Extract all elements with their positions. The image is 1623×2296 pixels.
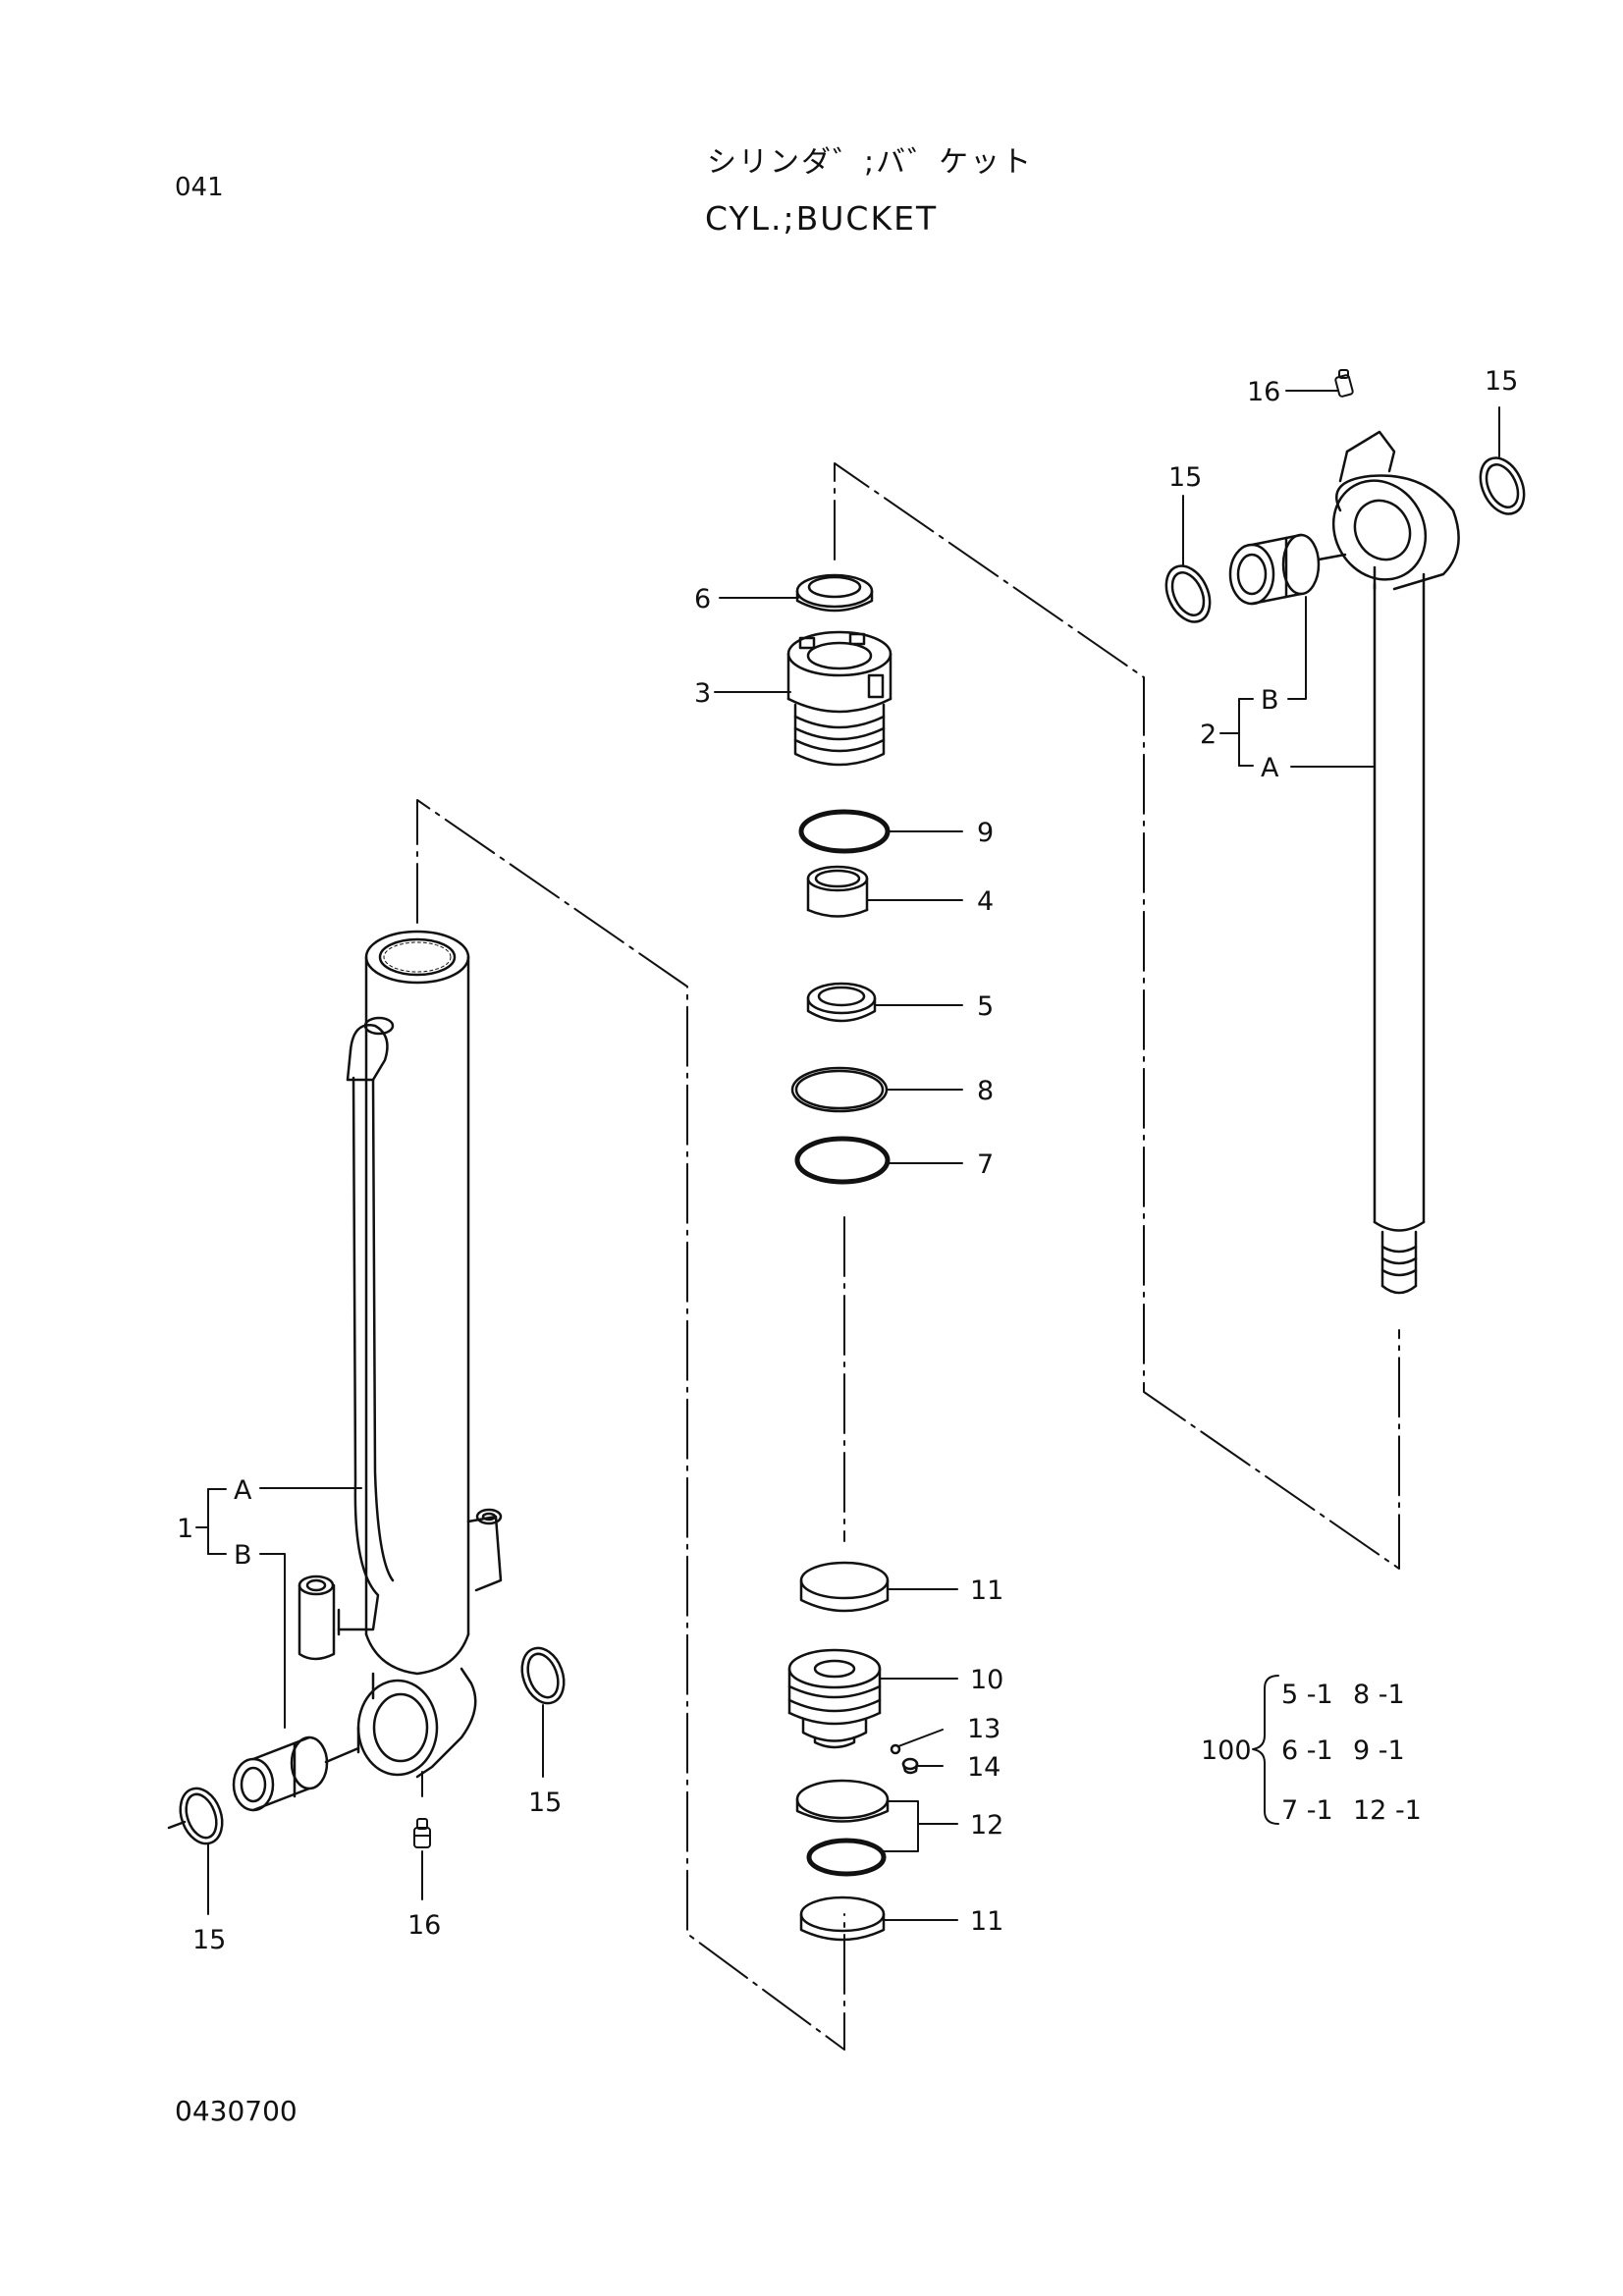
kit-item-1-1: 5 -1 [1281,1680,1333,1710]
part-14-set-screw [901,1757,919,1775]
rod-bushing [1228,533,1347,606]
seal-ring-left [167,1787,224,1845]
part-6-dust-seal [795,573,874,613]
grease-nipple-tube [413,1818,431,1848]
seal-ring-rod-right-inner [1485,463,1520,508]
callout-7: 7 [977,1149,994,1180]
part-7-o-ring [794,1136,891,1185]
callout-10: 10 [970,1665,1003,1695]
callout-15-bottom-left: 15 [192,1925,226,1955]
seal-ring-rod-left-inner [1170,571,1206,616]
kit-item-3-1: 7 -1 [1281,1795,1333,1826]
callout-14: 14 [967,1752,1001,1783]
kit-item-3-2: 12 -1 [1353,1795,1422,1826]
part-11-wear-ring-upper [799,1561,890,1613]
callout-1: 1 [177,1514,193,1544]
part-12-seal-ring [795,1779,890,1823]
callout-4: 4 [977,886,994,917]
callout-9: 9 [977,818,994,848]
callout-12: 12 [970,1810,1003,1841]
callout-15-rod-left: 15 [1168,462,1202,493]
callout-2-b: B [1261,685,1279,716]
part-5-buffer-ring [806,982,877,1023]
drawing-code: 0430700 [175,2095,298,2127]
page-number: 041 [175,173,224,202]
callout-6: 6 [694,584,711,614]
part-11-wear-ring-lower [799,1896,886,1942]
callout-2-a: A [1261,753,1279,783]
kit-brace [1252,1675,1279,1825]
callout-11-lower: 11 [970,1906,1003,1937]
assembly-guide-lines [416,462,1400,2051]
seal-ring-rod-left [1164,564,1212,623]
callout-1-b: B [234,1540,252,1571]
callout-15-rod-right: 15 [1485,366,1518,397]
part-10-piston [787,1648,882,1749]
callout-11-upper: 11 [970,1575,1003,1606]
leader-lines [195,390,1500,1921]
part-13-ball [890,1743,901,1755]
title-english: CYL.;BUCKET [705,199,939,238]
callout-8: 8 [977,1076,994,1106]
seal-ring-tube-right [520,1646,566,1705]
callout-16-rod: 16 [1247,377,1280,407]
callout-5: 5 [977,991,994,1022]
callout-15-tube-right: 15 [528,1788,562,1818]
part-8-backup-ring [790,1066,889,1113]
kit-item-2-2: 9 -1 [1353,1735,1405,1766]
part-4-bushing [806,865,869,918]
part-9-o-ring [798,809,891,854]
grease-nipple-rod [1334,369,1354,398]
cylinder-tube [298,930,503,1779]
callout-3: 3 [694,678,711,709]
part-12-o-ring [806,1838,887,1877]
tube-bushing [232,1735,360,1812]
part-3-rod-cover [786,630,893,767]
callout-16-tube: 16 [407,1910,441,1941]
kit-item-1-2: 8 -1 [1353,1680,1405,1710]
callout-2: 2 [1200,720,1217,750]
title-japanese: シリンダ゛;バ゛ケット [707,145,1034,180]
piston-rod [1331,430,1460,1295]
kit-number: 100 [1201,1735,1252,1766]
kit-item-2-1: 6 -1 [1281,1735,1333,1766]
callout-13: 13 [967,1714,1001,1744]
callout-1-a: A [234,1475,252,1506]
seal-ring-rod-right [1479,456,1526,515]
